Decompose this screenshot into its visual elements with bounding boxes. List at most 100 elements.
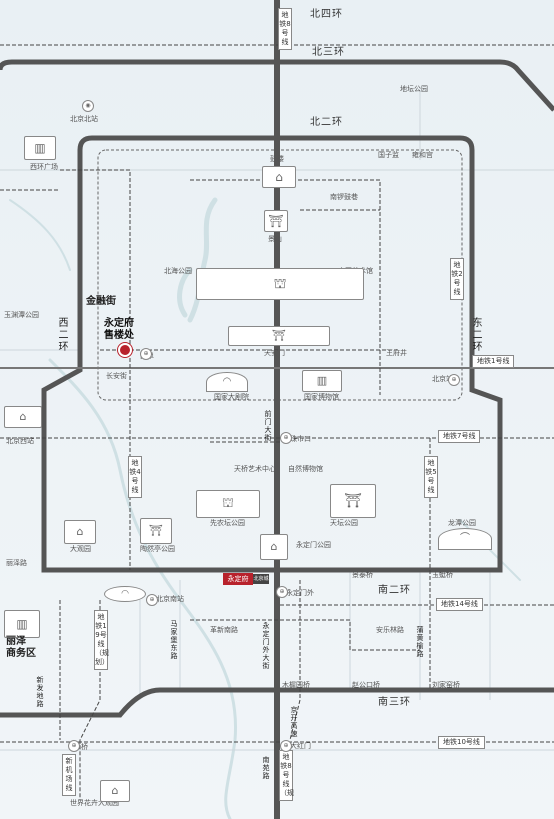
place-label: 南苑路 xyxy=(262,756,270,780)
metro-line1-tag: 地铁1号线 xyxy=(472,355,515,368)
south3-label: 南三环 xyxy=(378,697,411,708)
forbidden-city-icon: ⛫ xyxy=(196,268,364,300)
ring-road-north3 xyxy=(0,59,554,112)
project-brand-badge[interactable]: 永定府 xyxy=(223,573,253,585)
ring-road-2 xyxy=(41,135,503,573)
place-label: 国家博物馆 xyxy=(304,393,339,401)
metro-line14-tag: 地铁14号线 xyxy=(436,598,483,611)
taoranting-icon: ⛩ xyxy=(140,518,172,544)
place-label: 雍和宫 xyxy=(412,151,433,159)
north3-label: 北三环 xyxy=(312,47,345,58)
metro-station-icon: ⊕ xyxy=(140,348,152,360)
place-label: 马家堡东路 xyxy=(170,620,178,660)
station-icon: ◉ xyxy=(82,100,94,112)
place-label: 永定门公园 xyxy=(296,541,331,549)
place-label: 长安街 xyxy=(106,372,127,380)
north2-label: 北二环 xyxy=(310,117,343,128)
metro-line7-tag: 地铁7号线 xyxy=(438,430,481,443)
tiananmen-icon: ⛩ xyxy=(228,326,330,346)
west-station-icon: ⌂ xyxy=(4,406,42,428)
east2-label: 东二环 xyxy=(472,318,483,353)
place-label: 世界花卉大观园 xyxy=(70,799,119,807)
metro-station-icon: ⊕ xyxy=(276,586,288,598)
west2-label: 西二环 xyxy=(58,318,69,353)
place-label: 蒲黄榆路 xyxy=(416,626,424,658)
place-label: 南锣鼓巷 xyxy=(330,193,358,201)
metro-line8-top-tag: 地铁8号线 xyxy=(278,8,292,50)
place-label: 前门大街 xyxy=(264,410,272,442)
place-label: 天桥艺术中心 xyxy=(234,465,276,473)
place-label: 永定门外大街 xyxy=(262,622,270,670)
metro-station-icon: ⊕ xyxy=(146,594,158,606)
place-label: 永定门外 xyxy=(286,589,314,597)
place-label: 玉蜓桥 xyxy=(432,571,453,579)
metro-xinjichang-tag: 新机场线 xyxy=(62,754,76,796)
bridge-icon: ⌒ xyxy=(438,528,492,550)
place-label: 王府井 xyxy=(386,349,407,357)
metro-line10-tag: 地铁10号线 xyxy=(438,736,485,749)
place-label: 木樨园桥 xyxy=(282,681,310,689)
south2-label: 南二环 xyxy=(378,585,411,596)
metro-lines xyxy=(0,44,554,800)
place-label: 北京南站 xyxy=(156,595,184,603)
pavilion-icon: ⛩ xyxy=(264,210,288,232)
place-label: 龙潭公园 xyxy=(448,519,476,527)
xiannongtan-icon: ⛫ xyxy=(196,490,260,518)
ring-road-south3 xyxy=(0,687,554,718)
place-label: 自然博物馆 xyxy=(288,465,323,473)
drum-tower-icon: ⌂ xyxy=(262,166,296,188)
metro-line2-tag: 地铁2号线 xyxy=(450,258,464,300)
temple-of-heaven-icon: ⛩ xyxy=(330,484,376,518)
place-label: 先农坛公园 xyxy=(210,519,245,527)
sales-office-marker-icon[interactable] xyxy=(118,343,132,357)
metro-line5-tag: 地铁5号线 xyxy=(424,456,438,498)
place-label: 京开高速 xyxy=(290,706,298,738)
place-label: 大红门 xyxy=(290,742,311,750)
yongdingmen-icon: ⌂ xyxy=(260,534,288,560)
jinrongjie-label: 金融街 xyxy=(86,296,116,307)
place-label: 刘家窑桥 xyxy=(432,681,460,689)
metro-station-icon: ⊕ xyxy=(280,432,292,444)
place-label: 景山 xyxy=(268,235,282,243)
daguanyuan-icon: ⌂ xyxy=(64,520,96,544)
flower-garden-icon: ⌂ xyxy=(100,780,130,802)
place-label: 丽泽路 xyxy=(6,559,27,567)
place-label: 鼓楼 xyxy=(270,155,284,163)
metro-station-icon: ⊕ xyxy=(280,740,292,752)
place-label: 玉渊潭公园 xyxy=(4,311,39,319)
place-label: 赵公口桥 xyxy=(352,681,380,689)
lize-skyline-icon: ▥ xyxy=(4,610,40,638)
museum-icon: ▥ xyxy=(302,370,342,392)
place-label: 新发地路 xyxy=(36,676,44,708)
place-label: 珠市口 xyxy=(290,435,311,443)
place-label: 北京西站 xyxy=(6,437,34,445)
sales-office-label: 永定府 售楼处 xyxy=(104,318,134,341)
place-label: 北京站 xyxy=(432,375,453,383)
metro-station-icon: ⊕ xyxy=(448,374,460,386)
place-label: 革新南路 xyxy=(210,626,238,634)
lize-business-label: 丽泽 商务区 xyxy=(6,636,36,659)
metro-line8-bottom-tag: 地铁8号线（规 xyxy=(279,750,294,801)
building-icon: ▥ xyxy=(24,136,56,160)
place-label: 天坛公园 xyxy=(330,519,358,527)
place-label: 西环广场 xyxy=(30,163,58,171)
place-label: 大观园 xyxy=(70,545,91,553)
place-label: 草桥 xyxy=(74,743,88,751)
south-station-icon: ◠ xyxy=(104,586,146,602)
project-brand-subtag: 北京城 xyxy=(253,574,269,584)
place-label: 地坛公园 xyxy=(400,85,428,93)
place-label: 北京北站 xyxy=(70,115,98,123)
metro-line19-tag: 地铁19号线（规划） xyxy=(94,610,109,670)
metro-line4-tag: 地铁4号线 xyxy=(128,456,142,498)
place-label: 景泰桥 xyxy=(352,571,373,579)
place-label: 天安门 xyxy=(264,349,285,357)
place-label: 国子监 xyxy=(378,151,399,159)
metro-station-icon: ⊕ xyxy=(68,740,80,752)
theatre-icon: ◠ xyxy=(206,372,248,392)
place-label: 北海公园 xyxy=(164,267,192,275)
north4-label: 北四环 xyxy=(310,9,343,20)
place-label: 安乐林路 xyxy=(376,626,404,634)
place-label: 国家大剧院 xyxy=(214,393,249,401)
